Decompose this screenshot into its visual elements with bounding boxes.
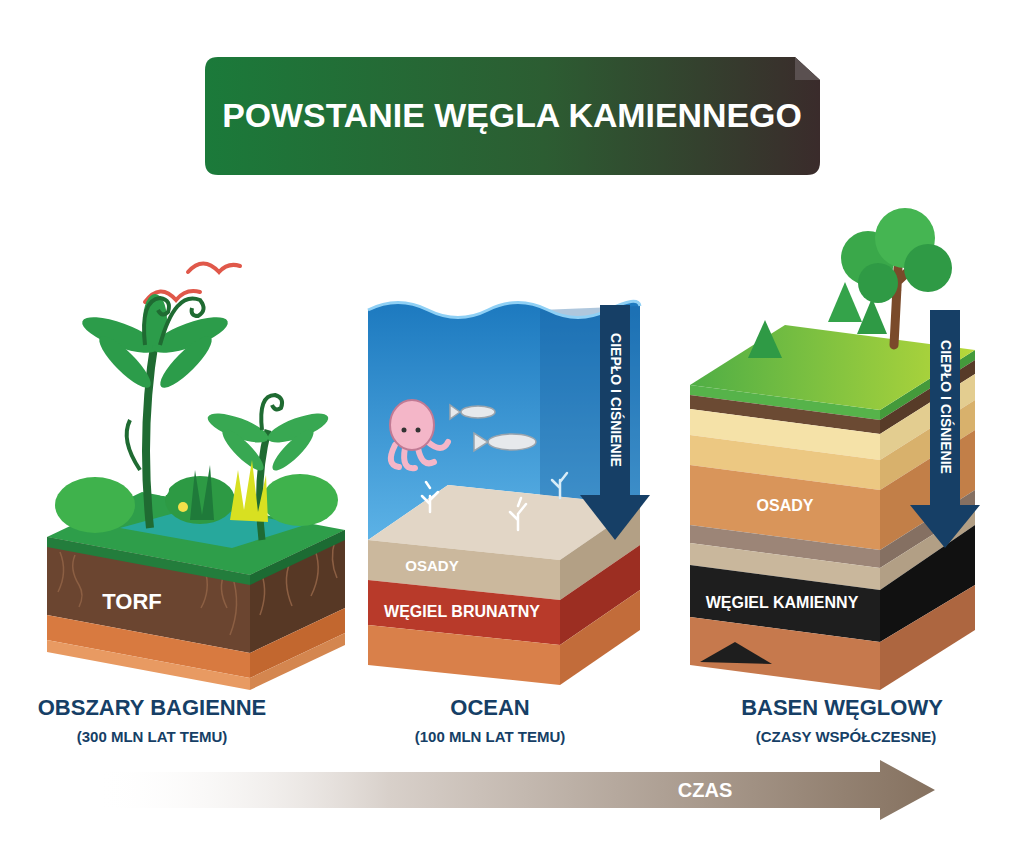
- arrow-head: [910, 505, 980, 548]
- corals: [422, 473, 567, 530]
- tree-crown: [841, 208, 952, 303]
- sea-life: [390, 400, 567, 530]
- palm-trunk: [146, 340, 155, 528]
- fish-tail: [450, 405, 460, 419]
- fish-body: [488, 434, 536, 450]
- rock-layer: [47, 640, 250, 690]
- arrow-label: CIEPŁO I CIŚNIENIE: [607, 333, 622, 467]
- palm-leaf: [268, 425, 319, 476]
- wave-line: [368, 301, 640, 317]
- eye: [402, 428, 407, 433]
- stage-heading: OCEAN: [450, 696, 529, 720]
- ocean-block: [368, 301, 640, 685]
- flower: [157, 484, 169, 496]
- axis-label: CZAS: [678, 779, 732, 801]
- layer-label: WĘGIEL KAMIENNY: [706, 594, 859, 612]
- eye: [416, 428, 421, 433]
- fern-curl: [144, 298, 169, 345]
- pressure-arrow: [580, 305, 650, 540]
- stage-date: (300 MLN LAT TEMU): [77, 729, 228, 746]
- arrow-shaft: [600, 305, 630, 495]
- title-banner: [205, 57, 820, 175]
- fish: [450, 405, 536, 451]
- rock-layer: [560, 590, 640, 685]
- palm-trunk: [260, 430, 268, 540]
- stage-date: (CZASY WSPÓŁCZESNE): [756, 729, 937, 746]
- layer-label: WĘGIEL BRUNATNY: [384, 603, 540, 621]
- fish-body: [461, 406, 495, 418]
- arrow-shaft: [930, 310, 960, 505]
- octopus: [390, 400, 448, 468]
- palm-leaf: [154, 330, 218, 394]
- palm-crown: [78, 294, 231, 394]
- fern-curls: [127, 298, 282, 470]
- bush: [262, 474, 338, 526]
- fern-curl: [160, 298, 204, 345]
- stage-date: (100 MLN LAT TEMU): [415, 729, 566, 746]
- rock-layer: [880, 585, 975, 690]
- pine-tree: [857, 298, 887, 334]
- bush: [55, 477, 135, 533]
- stage-heading: OBSZARY BAGIENNE: [38, 696, 267, 720]
- crown-part: [904, 244, 952, 292]
- arrow-head: [580, 495, 650, 540]
- bird: [188, 264, 240, 273]
- arrow-label: CIEPŁO I CIŚNIENIE: [937, 340, 952, 474]
- stage-heading: BASEN WĘGLOWY: [741, 696, 943, 720]
- swamp-plants: [55, 294, 338, 540]
- time-arrow: [95, 760, 935, 820]
- coral: [552, 473, 567, 498]
- crown-part: [858, 263, 898, 303]
- banner-shape: [205, 57, 820, 175]
- octopus-head: [390, 400, 434, 450]
- banner-fold: [795, 57, 820, 80]
- layer-label: OSADY: [405, 558, 458, 575]
- palm-leaf: [218, 425, 269, 476]
- pine-tree: [748, 320, 782, 358]
- pine-tree: [828, 282, 862, 322]
- rock-layer: [368, 625, 560, 685]
- coral: [510, 498, 526, 530]
- layer-label: OSADY: [757, 497, 814, 515]
- coal-seam: [700, 642, 772, 664]
- palm-crown: [205, 408, 332, 476]
- layer-label: TORF: [102, 590, 161, 614]
- yellow-plant: [230, 460, 268, 522]
- trees: [748, 208, 952, 358]
- rock-layer: [690, 617, 880, 690]
- pressure-arrow: [910, 310, 980, 548]
- fern-curl: [261, 395, 282, 430]
- flower: [178, 502, 188, 512]
- flowers: [157, 484, 188, 512]
- sea-wall: [540, 306, 640, 505]
- title: POWSTANIE WĘGLA KAMIENNEGO: [222, 97, 802, 134]
- vine: [127, 420, 140, 470]
- fish-tail: [474, 433, 488, 451]
- coral: [422, 482, 438, 512]
- rock-layer: [250, 633, 345, 690]
- fern: [190, 465, 214, 520]
